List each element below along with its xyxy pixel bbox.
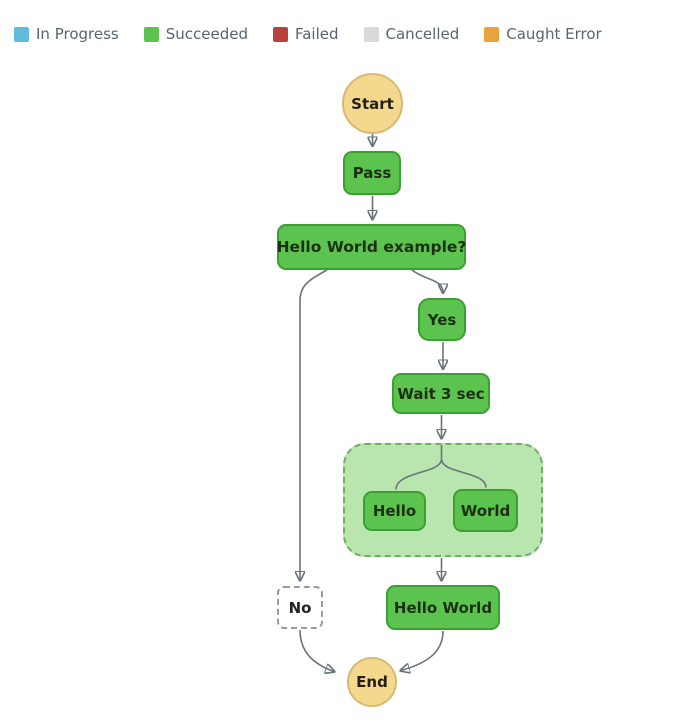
in-progress-color-swatch	[14, 27, 29, 42]
node-hello[interactable]: Hello	[363, 491, 426, 531]
succeeded-color-swatch	[143, 27, 159, 42]
node-end[interactable]: End	[347, 657, 397, 707]
legend-item-caught-error: Caught Error	[484, 25, 602, 43]
caught-error-color-swatch	[484, 27, 500, 42]
node-hello-world[interactable]: Hello World	[386, 585, 500, 630]
legend-label-cancelled: Cancelled	[385, 25, 460, 43]
node-pass[interactable]: Pass	[343, 151, 401, 195]
node-no[interactable]: No	[277, 586, 323, 629]
node-yes[interactable]: Yes	[418, 298, 466, 341]
edge-helloworld-to-end	[401, 630, 444, 671]
legend-label-failed: Failed	[294, 25, 339, 43]
legend-item-cancelled: Cancelled	[363, 25, 460, 43]
edge-no-to-end	[299, 629, 334, 672]
node-wait-3-sec[interactable]: Wait 3 sec	[392, 373, 490, 414]
status-legend: In Progress Succeeded Failed Cancelled C…	[14, 27, 602, 42]
legend-item-succeeded: Succeeded	[143, 25, 248, 43]
edge-choice-to-yes	[411, 269, 443, 293]
node-choice-hello-world-example[interactable]: Hello World example?	[277, 224, 466, 270]
edge-choice-to-no	[300, 269, 328, 580]
legend-item-failed: Failed	[272, 25, 339, 43]
node-start[interactable]: Start	[342, 73, 403, 134]
legend-label-in-progress: In Progress	[36, 25, 119, 43]
legend-item-in-progress: In Progress	[14, 27, 119, 42]
legend-label-succeeded: Succeeded	[165, 25, 248, 43]
failed-color-swatch	[272, 27, 288, 42]
node-world[interactable]: World	[453, 489, 518, 532]
legend-label-caught-error: Caught Error	[506, 25, 602, 43]
cancelled-color-swatch	[363, 27, 379, 42]
